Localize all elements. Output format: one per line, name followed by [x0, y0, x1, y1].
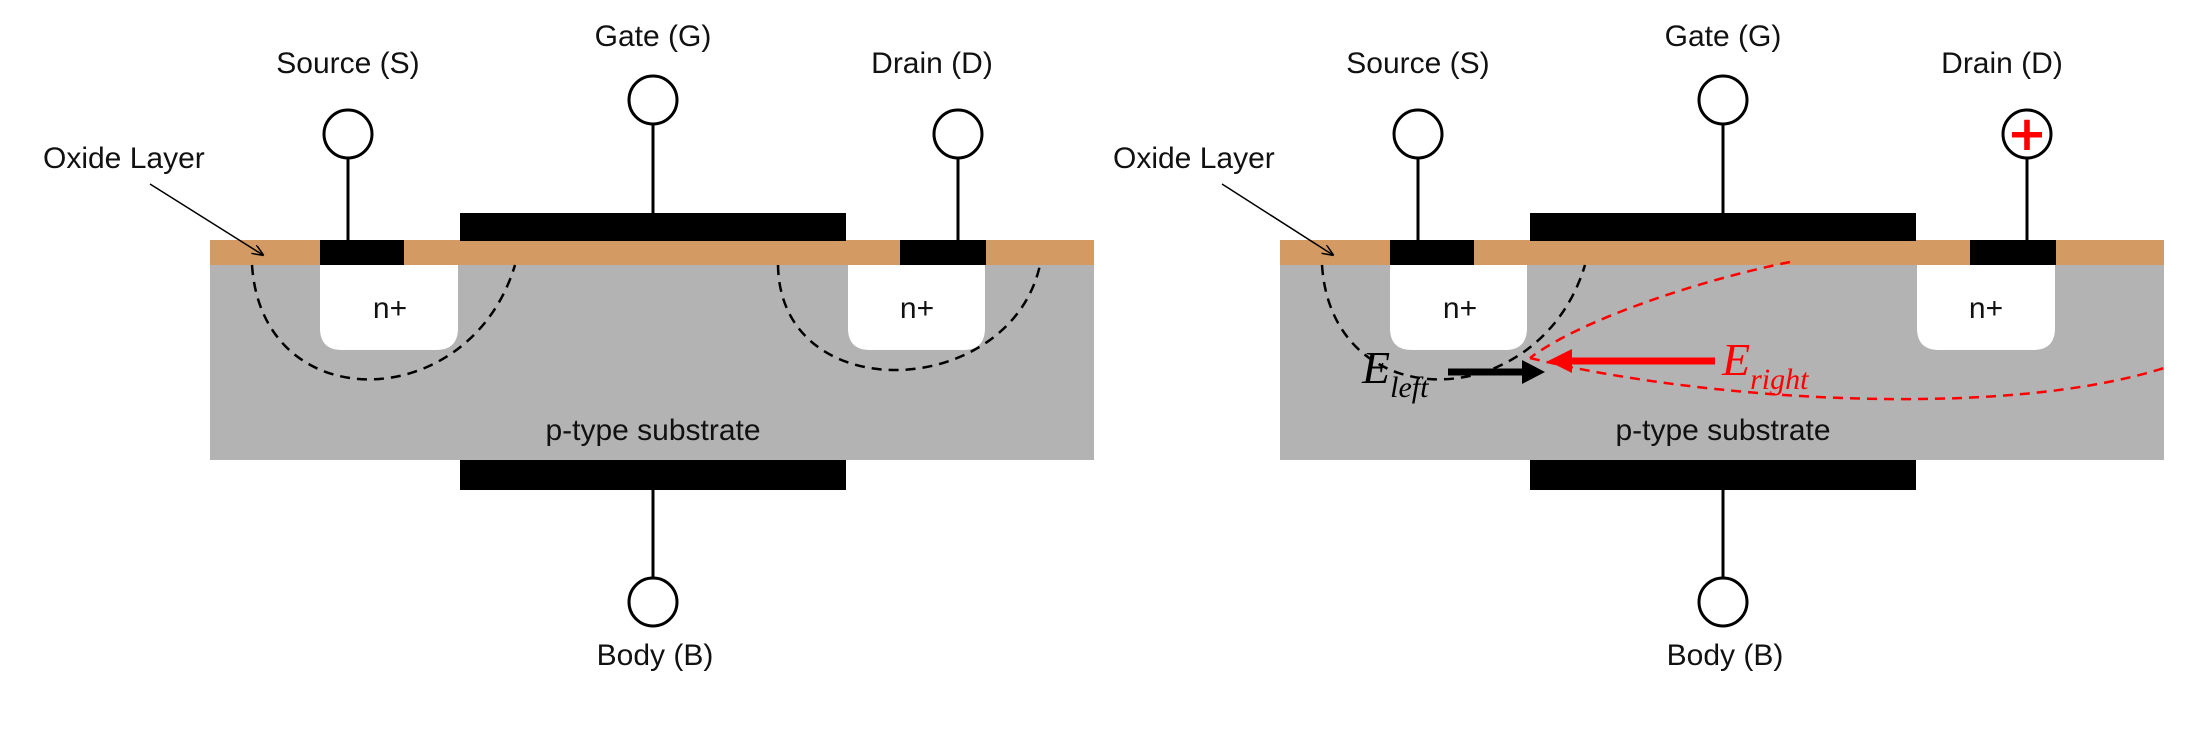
e-left-subscript: left	[1390, 371, 1429, 404]
source-depletion-boundary	[250, 264, 517, 381]
mosfet-panel-right: + Eleft Eright Gate (G) Source (S) Drain…	[1113, 20, 2165, 672]
drain-label: Drain (D)	[871, 47, 993, 80]
substrate-label: p-type substrate	[1615, 414, 1830, 447]
body-label: Body (B)	[597, 639, 714, 672]
source-n-plus-label: n+	[1443, 292, 1477, 325]
body-label: Body (B)	[1667, 639, 1784, 672]
e-left-arrowhead	[1522, 360, 1545, 384]
gate-label: Gate (G)	[1665, 20, 1782, 53]
drain-n-plus-region	[848, 265, 985, 350]
mosfet-panel-left: Gate (G) Source (S) Drain (D) Oxide Laye…	[43, 20, 1094, 672]
e-right-subscript: right	[1750, 363, 1809, 396]
drain-label: Drain (D)	[1941, 47, 2063, 80]
source-n-plus-label: n+	[373, 292, 407, 325]
drain-terminal	[932, 108, 984, 160]
oxide-label: Oxide Layer	[1113, 142, 1275, 175]
drain-depletion-boundary	[776, 264, 1042, 372]
gate-electrode	[460, 213, 846, 241]
e-left-label: Eleft	[1361, 342, 1429, 404]
e-right-label: Eright	[1721, 334, 1809, 396]
source-n-plus-region	[1390, 265, 1527, 350]
drain-terminal	[2001, 108, 2053, 160]
source-depletion-boundary	[1320, 264, 1587, 381]
drain-depletion-boundary-upper	[1529, 260, 1791, 359]
gate-terminal	[627, 74, 679, 126]
e-right-symbol: E	[1721, 334, 1750, 385]
gate-electrode	[1530, 213, 1916, 241]
source-terminal	[1392, 108, 1444, 160]
e-left-symbol: E	[1361, 342, 1390, 393]
source-label: Source (S)	[1346, 47, 1489, 80]
body-terminal	[1697, 576, 1749, 628]
e-right-arrowhead	[1548, 349, 1572, 373]
source-terminal	[322, 108, 374, 160]
source-label: Source (S)	[276, 47, 419, 80]
source-n-plus-region	[320, 265, 458, 350]
drain-n-plus-region	[1917, 265, 2055, 350]
body-electrode	[460, 460, 846, 490]
drain-n-plus-label: n+	[1969, 292, 2003, 325]
drain-positive-symbol: +	[2007, 106, 2047, 162]
source-contact	[320, 240, 404, 265]
body-electrode	[1530, 460, 1916, 490]
body-terminal	[627, 576, 679, 628]
drain-contact	[900, 240, 986, 265]
oxide-pointer	[1221, 183, 1333, 255]
oxide-label: Oxide Layer	[43, 142, 205, 175]
drain-n-plus-label: n+	[900, 292, 934, 325]
oxide-pointer	[149, 183, 263, 255]
gate-label: Gate (G)	[595, 20, 712, 53]
drain-contact	[1970, 240, 2056, 265]
gate-terminal	[1697, 74, 1749, 126]
substrate-label: p-type substrate	[545, 414, 760, 447]
source-contact	[1390, 240, 1474, 265]
